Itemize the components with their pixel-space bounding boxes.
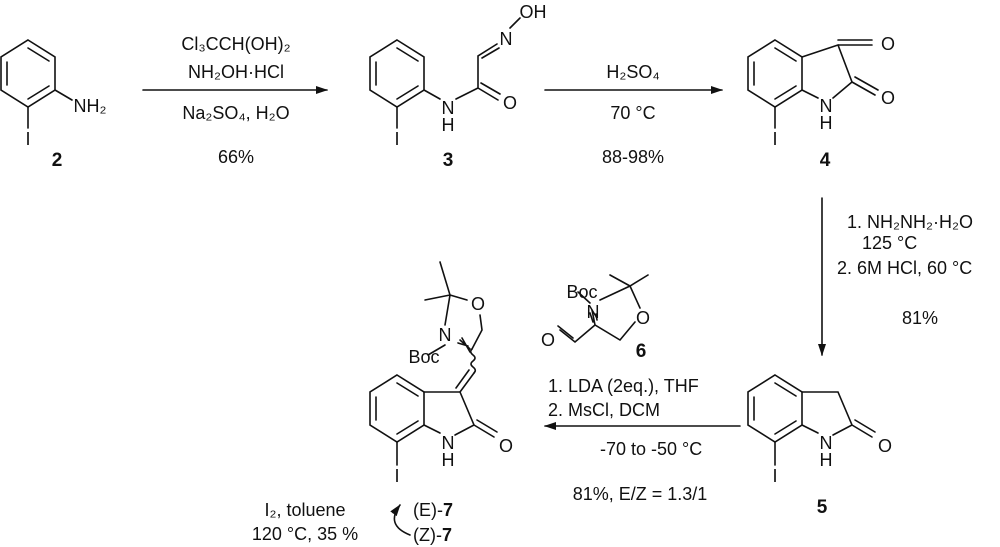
- isomerization: I₂, toluene 120 °C, 35 % (E)-7 (Z)-7: [252, 500, 453, 545]
- reagent: Na₂SO₄, H₂O: [182, 103, 289, 123]
- carbonyl-o: O: [503, 93, 517, 113]
- amide-h: H: [442, 115, 455, 135]
- compound-6: Boc N O O 6: [541, 274, 650, 362]
- amine-group: NH₂: [74, 96, 107, 116]
- ring-o: O: [636, 308, 650, 328]
- ketone-o: O: [881, 34, 895, 54]
- iodo-atom: I: [394, 466, 399, 486]
- compound-3: N H O N OH I 3: [369, 2, 547, 171]
- isomerization-conditions: 120 °C, 35 %: [252, 524, 358, 544]
- step-1: Cl₃CCH(OH)₂ NH₂OH·HCl Na₂SO₄, H₂O 66%: [142, 34, 328, 167]
- yield: 88-98%: [602, 147, 664, 167]
- conditions: -70 to -50 °C: [600, 439, 702, 459]
- yield: 66%: [218, 147, 254, 167]
- reagent: 1. LDA (2eq.), THF: [548, 376, 699, 396]
- amide-n: N: [442, 433, 455, 453]
- reagent: H₂SO₄: [606, 62, 659, 82]
- iodo-atom: I: [25, 129, 30, 149]
- ring-n: N: [587, 302, 600, 322]
- compound-2: NH₂ I 2: [0, 39, 107, 171]
- step-3: 1. NH₂NH₂·H₂O 125 °C 2. 6M HCl, 60 °C 81…: [818, 197, 973, 356]
- conditions: 125 °C: [862, 233, 917, 253]
- ring-n: N: [439, 325, 452, 345]
- oxime-n: N: [500, 29, 513, 49]
- amide-h: H: [820, 113, 833, 133]
- compound-label-2: 2: [52, 150, 63, 171]
- yield: 81%: [902, 308, 938, 328]
- compound-label-3: 3: [443, 150, 454, 171]
- aldehyde-o: O: [541, 330, 555, 350]
- iodo-atom: I: [772, 466, 777, 486]
- oxime-oh: OH: [520, 2, 547, 22]
- amide-h: H: [442, 450, 455, 470]
- amide-o: O: [878, 436, 892, 456]
- iodo-atom: I: [394, 129, 399, 149]
- yield: 81%, E/Z = 1.3/1: [573, 484, 708, 504]
- compound-5: O N H I 5: [747, 374, 892, 518]
- z-isomer-label: (Z)-7: [413, 525, 452, 545]
- isomerization-reagent: I₂, toluene: [264, 500, 345, 520]
- compound-label-6: 6: [636, 341, 647, 362]
- compound-label-4: 4: [820, 150, 831, 171]
- boc-group: Boc: [566, 282, 597, 302]
- step-4: 1. LDA (2eq.), THF 2. MsCl, DCM -70 to -…: [544, 376, 741, 504]
- reagent: NH₂OH·HCl: [188, 62, 284, 82]
- amide-n: N: [820, 433, 833, 453]
- compound-4: O O N H I 4: [747, 34, 895, 171]
- curved-arrow-icon: [390, 504, 411, 536]
- ring-o: O: [471, 294, 485, 314]
- step-2: H₂SO₄ 70 °C 88-98%: [544, 62, 723, 167]
- e-isomer-label: (E)-7: [413, 500, 453, 520]
- reagent: Cl₃CCH(OH)₂: [181, 34, 290, 54]
- reagent: 2. 6M HCl, 60 °C: [837, 258, 972, 278]
- compound-7: Boc N O O N H I: [369, 261, 513, 486]
- amide-h: H: [820, 450, 833, 470]
- boc-group: Boc: [408, 347, 439, 367]
- amide-n: N: [820, 96, 833, 116]
- amide-o: O: [881, 88, 895, 108]
- conditions: 70 °C: [610, 103, 655, 123]
- amide-o: O: [499, 436, 513, 456]
- amide-n: N: [442, 98, 455, 118]
- reagent: 1. NH₂NH₂·H₂O: [847, 212, 973, 232]
- compound-label-5: 5: [817, 497, 828, 518]
- reagent: 2. MsCl, DCM: [548, 400, 660, 420]
- iodo-atom: I: [772, 129, 777, 149]
